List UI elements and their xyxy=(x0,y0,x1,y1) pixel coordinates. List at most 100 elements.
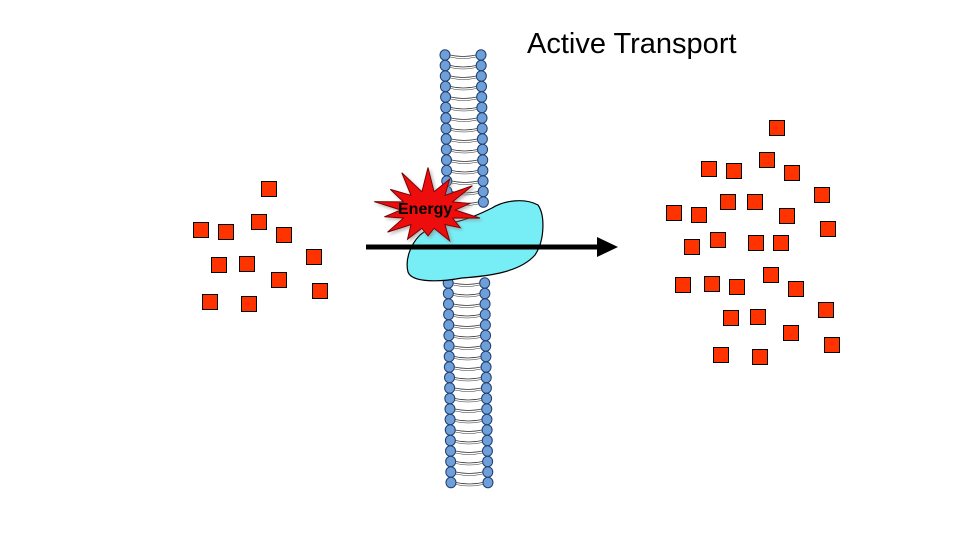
phospholipid-head xyxy=(479,287,491,300)
lipid-tail xyxy=(453,293,480,296)
molecule xyxy=(759,152,775,168)
lipid-tail xyxy=(455,429,483,432)
lipid-tail xyxy=(451,172,478,175)
molecule xyxy=(261,181,277,197)
lipid-tail xyxy=(455,482,484,485)
molecule xyxy=(750,309,766,325)
phospholipid-head xyxy=(445,455,457,468)
lipid-tail xyxy=(455,450,483,453)
phospholipid-head xyxy=(477,175,489,187)
phospholipid-head xyxy=(482,466,494,478)
lipid-tail xyxy=(453,314,481,317)
lipid-tail xyxy=(450,98,477,101)
molecule xyxy=(748,235,764,251)
phospholipid-head xyxy=(476,91,488,103)
phospholipid-head xyxy=(443,340,455,352)
phospholipid-head xyxy=(443,308,455,321)
phospholipid-head xyxy=(439,70,451,82)
lipid-tail xyxy=(455,471,483,474)
phospholipid-head xyxy=(477,143,489,156)
phospholipid-head xyxy=(440,112,452,124)
lipid-tail xyxy=(455,431,483,434)
molecule xyxy=(720,194,736,210)
lipid-tail xyxy=(450,65,477,68)
molecule xyxy=(723,310,739,326)
lipid-tail xyxy=(454,400,482,403)
starburst-icon xyxy=(374,167,481,243)
lipid-tail xyxy=(450,109,477,112)
molecule xyxy=(211,257,227,273)
phospholipid-head xyxy=(479,277,491,289)
molecule xyxy=(193,222,209,238)
molecule xyxy=(784,165,800,181)
phospholipid-head xyxy=(477,154,489,166)
phospholipid-head xyxy=(439,49,451,61)
phospholipid-head xyxy=(440,101,452,114)
lipid-tail xyxy=(455,442,483,445)
lipid-tail xyxy=(451,138,478,141)
lipid-tail xyxy=(454,368,482,371)
molecule xyxy=(773,235,789,251)
phospholipid-head xyxy=(476,101,488,114)
slide-title: Active Transport xyxy=(527,28,737,60)
starburst-shape xyxy=(374,167,481,243)
phospholipid-head xyxy=(481,413,493,426)
lipid-tail xyxy=(453,305,481,308)
lipid-tail xyxy=(454,379,482,382)
energy-label: Energy xyxy=(398,201,452,218)
lipid-tail xyxy=(453,345,481,348)
molecule xyxy=(666,205,682,221)
lipid-tail xyxy=(450,119,478,122)
cell-membrane-bilayer xyxy=(439,49,494,489)
lipid-tail xyxy=(450,88,477,91)
phospholipid-head xyxy=(481,434,493,447)
molecule xyxy=(675,277,691,293)
lipid-tail xyxy=(450,75,477,78)
molecule xyxy=(763,267,779,283)
phospholipid-head xyxy=(440,154,452,166)
lipid-tail xyxy=(449,54,477,57)
phospholipid-head xyxy=(481,445,493,457)
molecule xyxy=(752,349,768,365)
lipid-tail xyxy=(451,151,478,154)
high-concentration-molecules xyxy=(666,120,840,365)
phospholipid-head xyxy=(475,49,487,61)
lipid-tail xyxy=(453,335,481,338)
phospholipid-head xyxy=(475,59,487,72)
phospholipid-head xyxy=(479,298,491,310)
lipid-tail xyxy=(451,159,478,162)
phospholipid-head xyxy=(480,329,492,342)
phospholipid-head xyxy=(476,112,488,124)
molecule xyxy=(824,337,840,353)
lipid-tail xyxy=(453,303,481,306)
phospholipid-head xyxy=(477,196,489,208)
lipid-tail xyxy=(455,421,482,424)
lipid-tail xyxy=(454,366,482,369)
lipid-tail xyxy=(450,130,478,133)
lipid-tail xyxy=(451,149,478,152)
lipid-tail xyxy=(454,389,482,392)
molecule xyxy=(306,249,322,265)
lipid-tail xyxy=(454,356,481,359)
lipid-tail xyxy=(455,440,483,443)
lipid-tail xyxy=(453,295,480,298)
molecule xyxy=(701,161,717,177)
phospholipid-head xyxy=(445,445,457,457)
molecule xyxy=(704,276,720,292)
phospholipid-head xyxy=(443,361,455,373)
phospholipid-head xyxy=(481,403,493,415)
molecule xyxy=(202,294,218,310)
molecule xyxy=(251,214,267,230)
molecule xyxy=(726,163,742,179)
molecule xyxy=(276,227,292,243)
phospholipid-head xyxy=(440,133,452,145)
molecule xyxy=(783,325,799,341)
lipid-tail xyxy=(454,408,482,411)
phospholipid-head xyxy=(444,434,456,447)
lipid-tail xyxy=(453,324,481,327)
lipid-tail xyxy=(455,461,483,464)
arrow-head xyxy=(597,237,618,257)
phospholipid-head xyxy=(444,413,456,426)
